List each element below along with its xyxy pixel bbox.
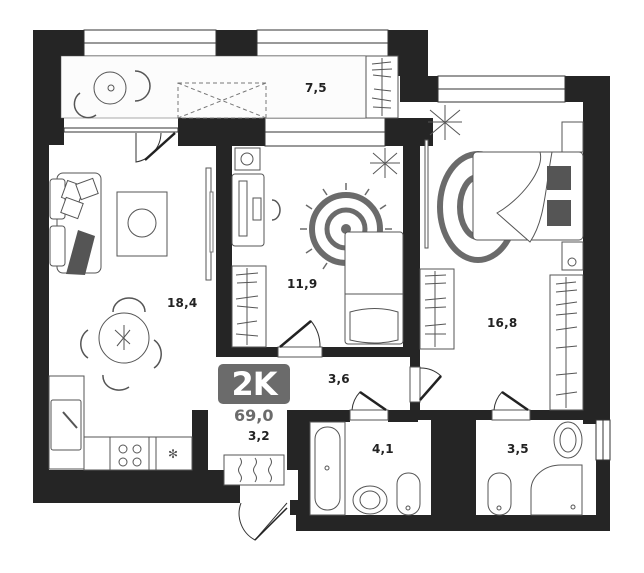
wall-bedroom-large-bottom-left — [400, 410, 492, 420]
balcony-chair — [134, 70, 151, 102]
desk — [231, 173, 265, 247]
wall-balcony-top-right — [388, 30, 428, 56]
washing-machine — [234, 147, 261, 171]
nightstand-lamp — [561, 241, 584, 271]
wall-bedroom-large-top-left — [400, 76, 438, 102]
pillow — [547, 200, 571, 226]
area-toilet: 3,5 — [507, 442, 529, 456]
door-bedroom-large[interactable] — [501, 390, 529, 412]
balcony — [60, 55, 399, 119]
balcony-table — [93, 71, 127, 105]
wall-bath-top-right — [388, 410, 418, 422]
wall-mirror — [424, 139, 429, 249]
pillow — [547, 166, 571, 190]
kitchen-counter — [48, 375, 193, 471]
wall-hall-right-low — [290, 500, 298, 515]
kitchen-sink — [50, 399, 82, 451]
toilet — [487, 472, 512, 516]
shower — [530, 464, 583, 516]
nightstand — [561, 121, 584, 153]
bed-single — [344, 231, 404, 345]
throw-blanket — [66, 230, 95, 275]
bed-double — [472, 151, 584, 243]
toilet-room — [487, 421, 583, 516]
living-kitchen: ✻ — [48, 132, 214, 471]
wall-bedroom-large-bottom-right — [530, 410, 610, 420]
door-balcony[interactable] — [144, 132, 176, 161]
area-bathroom: 4,1 — [372, 442, 394, 456]
fridge — [155, 436, 193, 471]
wall-balcony-bottom-mid — [178, 118, 265, 146]
wardrobe-left — [419, 268, 455, 350]
apartment-type-badge: 2K — [218, 364, 290, 404]
wall-bedrooms-divider — [403, 146, 420, 357]
wall-bedroom-small-bottom-right — [322, 347, 417, 357]
area-bedroom-large: 16,8 — [487, 316, 518, 330]
plant — [370, 148, 400, 178]
wall-balcony-top-mid — [216, 30, 257, 56]
wall-right — [583, 76, 610, 424]
total-area: 69,0 — [234, 406, 274, 425]
hallway — [223, 390, 389, 541]
bath-toilet — [396, 472, 421, 516]
area-balcony: 7,5 — [305, 81, 327, 95]
area-living-kitchen: 18,4 — [167, 296, 198, 310]
wall-bath-top-left — [298, 410, 350, 422]
wall-bath-bottom — [296, 515, 610, 531]
bedroom-small — [231, 147, 404, 358]
plant — [428, 105, 462, 140]
wall-living-left — [33, 118, 49, 503]
bathroom — [309, 421, 421, 516]
wall-corridor-stub — [410, 357, 420, 367]
living-rug — [116, 191, 168, 257]
door-corridor[interactable] — [419, 375, 442, 401]
bedroom-large — [409, 105, 584, 421]
dining-set — [80, 297, 162, 391]
wall-bath-toilet — [431, 420, 476, 520]
wall-living-top-left — [33, 118, 64, 145]
wall-kitchen-bottom — [33, 470, 240, 503]
window-living-balcony — [63, 127, 179, 133]
wall-bedroom-small-bottom-left — [216, 347, 278, 357]
door-entrance[interactable] — [254, 507, 288, 541]
area-corridor: 3,6 — [328, 372, 350, 386]
door-bathroom[interactable] — [359, 390, 387, 412]
windows — [63, 29, 611, 461]
walls — [33, 30, 610, 531]
wall-hall-right — [287, 410, 298, 470]
wall-right-lower — [596, 460, 610, 530]
area-hallway: 3,2 — [248, 429, 270, 443]
area-bedroom-small: 11,9 — [287, 277, 318, 291]
stove — [109, 436, 150, 471]
balcony-chair — [73, 92, 97, 119]
wall-balcony-right — [398, 56, 428, 76]
snowflake-icon: ✻ — [168, 447, 178, 461]
wall-bath-left — [298, 410, 310, 530]
balcony-hatch — [177, 82, 267, 119]
wall-living-bedroom — [216, 146, 232, 356]
door-bedroom-small[interactable] — [279, 320, 312, 348]
wall-kitchen-right-stub — [192, 410, 208, 480]
